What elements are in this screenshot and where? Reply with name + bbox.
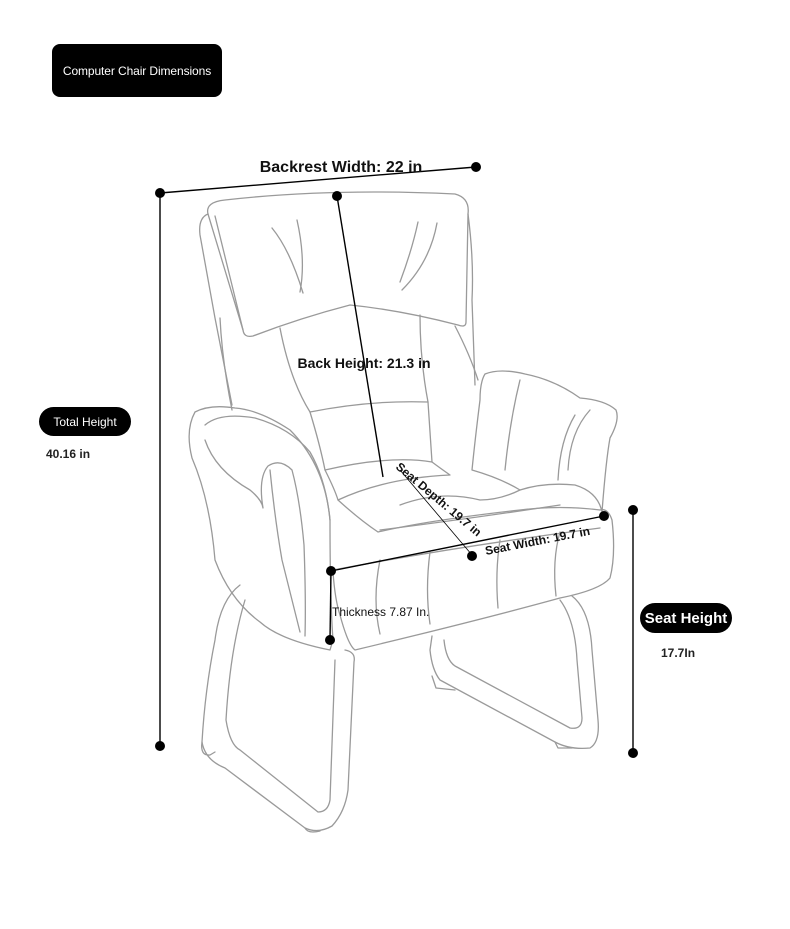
seat-cushion-curve-b xyxy=(379,504,561,531)
headrest-seam-right-b xyxy=(399,221,419,283)
page-title: Computer Chair Dimensions xyxy=(62,63,212,78)
seat-height-badge: Seat Height xyxy=(640,603,732,633)
left-sled-foot-b xyxy=(304,827,321,833)
total-height-value: 40.16 in xyxy=(46,447,91,461)
right-sled-foot-b xyxy=(431,675,456,691)
seat-height-value: 17.7In xyxy=(661,646,696,660)
backrest-right-edge xyxy=(467,213,476,386)
right-armrest-roll xyxy=(557,414,576,481)
seat-depth-label: Seat Depth: 19.7 in xyxy=(393,460,484,540)
headrest-seam-left-b xyxy=(296,219,304,293)
right-sled-foot xyxy=(554,741,573,749)
marker-dot xyxy=(599,511,609,521)
thickness-line xyxy=(329,570,332,641)
left-sled-foot xyxy=(201,741,216,756)
back-cushion-upper xyxy=(279,314,429,413)
marker-dot xyxy=(628,748,638,758)
seat-top xyxy=(337,499,601,533)
dimension-markers xyxy=(155,162,638,758)
seat-pleat-4 xyxy=(554,531,561,597)
left-armrest xyxy=(188,406,334,651)
right-sled xyxy=(429,595,599,750)
marker-dot xyxy=(325,635,335,645)
marker-dot xyxy=(326,566,336,576)
right-armrest-inner xyxy=(504,379,521,471)
seat-width-line xyxy=(330,515,605,572)
right-sled-inner xyxy=(443,599,583,729)
marker-dot xyxy=(155,741,165,751)
dimension-lines xyxy=(159,166,634,753)
seat-cushion-curve xyxy=(399,489,521,506)
back-height-label: Back Height: 21.3 in xyxy=(297,355,430,371)
total-height-badge: Total Height xyxy=(39,407,131,436)
seat-pleat-3 xyxy=(496,539,501,609)
left-sled-inner xyxy=(225,599,336,813)
marker-dot xyxy=(332,191,342,201)
seat-depth-line xyxy=(399,469,473,556)
headrest xyxy=(206,191,469,338)
backrest-inner-left xyxy=(219,317,233,411)
left-armrest-roll xyxy=(204,439,306,637)
back-cushion-lower xyxy=(324,461,451,501)
headrest-inner-fold xyxy=(214,215,244,331)
seat-pleat-2 xyxy=(426,551,431,625)
backrest-width-line xyxy=(159,166,477,194)
back-height-line xyxy=(336,195,384,478)
seat-front xyxy=(332,509,615,651)
marker-dot xyxy=(471,162,481,172)
seat-height-label: Seat Height xyxy=(644,609,728,627)
marker-dot xyxy=(628,505,638,515)
seat-pleat-1 xyxy=(375,559,381,635)
right-armrest-roll-b xyxy=(567,409,591,471)
headrest-seam-right xyxy=(401,222,438,291)
headrest-seam-left xyxy=(271,227,304,294)
backrest-inner-right xyxy=(454,325,479,381)
backrest-width-label: Backrest Width: 22 in xyxy=(260,159,423,176)
thickness-label: Thickness 7.87 In. xyxy=(332,605,429,619)
left-armrest-roll-b xyxy=(269,469,301,633)
marker-dot xyxy=(155,188,165,198)
chair-drawing xyxy=(188,191,618,833)
marker-dot xyxy=(467,551,477,561)
left-sled-front xyxy=(201,584,355,832)
right-armrest xyxy=(471,370,618,513)
left-armrest-inner xyxy=(204,415,331,521)
backrest-left-edge xyxy=(199,213,233,406)
back-cushion-middle xyxy=(309,401,433,471)
total-height-label: Total Height xyxy=(53,414,117,429)
title-badge: Computer Chair Dimensions xyxy=(52,44,222,97)
